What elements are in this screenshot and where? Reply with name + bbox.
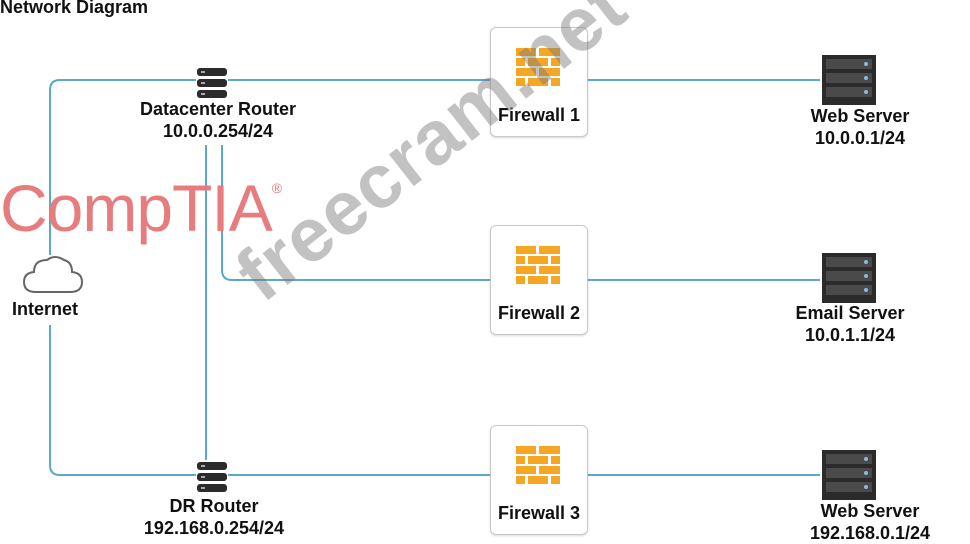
link-internet-datacenter [49,79,196,255]
email-server-label: Email Server 10.0.1.1/24 [750,302,950,346]
server-icon [822,55,876,105]
web-server-2-label: Web Server 192.168.0.1/24 [770,500,970,544]
internet-label: Internet [12,299,79,319]
connection-lines [49,79,820,476]
firewall-1-label: Firewall 1 [497,105,581,125]
link-dcrouter-fw2 [221,145,490,281]
web-server-1-ip: 10.0.0.1/24 [814,128,906,148]
firewall-icon [516,48,560,86]
firewall-3: Firewall 3 [490,425,588,535]
dr-router-ip: 192.168.0.254/24 [143,518,285,538]
email-server-ip: 10.0.1.1/24 [804,325,896,345]
router-icon [197,462,227,492]
diagram-title: Network Diagram [0,0,149,17]
server-icon [822,450,876,500]
firewall-icon [516,246,560,284]
router-icon [197,68,227,98]
network-diagram: Network Diagram Internet Datacenter Rout… [0,0,930,543]
server-icon [822,253,876,303]
firewall-2-label: Firewall 2 [497,303,581,323]
datacenter-router-name: Datacenter Router [139,99,297,119]
dr-router-label: DR Router 192.168.0.254/24 [114,495,314,539]
cloud-icon [22,256,84,293]
dr-router-name: DR Router [169,496,259,516]
web-server-1-label: Web Server 10.0.0.1/24 [760,105,960,149]
firewall-icon [516,446,560,484]
email-server-name: Email Server [795,303,905,323]
comptia-logo-text: CompTIA [0,171,273,245]
firewall-2: Firewall 2 [490,225,588,335]
web-server-2-name: Web Server [820,501,920,521]
comptia-logo: CompTIA® [0,171,282,245]
link-internet-dr [49,325,196,476]
firewall-3-label: Firewall 3 [497,503,581,523]
datacenter-router-label: Datacenter Router 10.0.0.254/24 [118,98,318,142]
web-server-1-name: Web Server [810,106,910,126]
datacenter-router-ip: 10.0.0.254/24 [162,121,274,141]
firewall-1: Firewall 1 [490,27,588,137]
web-server-2-ip: 192.168.0.1/24 [809,523,931,543]
